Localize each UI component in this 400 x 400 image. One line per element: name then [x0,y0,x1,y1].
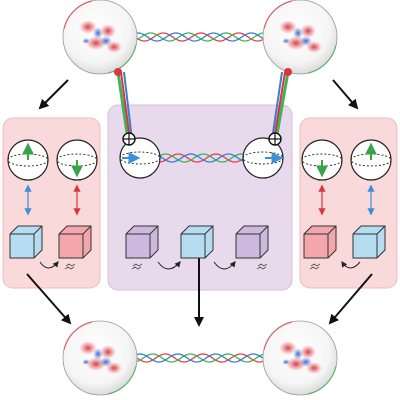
left-transfer-arrows [24,184,81,216]
circled-plus-icon [268,132,282,146]
middle-left-purple-cube-icon [125,225,159,259]
left-panel-bloch-sphere-down-icon [56,139,98,181]
entanglement-strand [136,353,266,363]
middle-blue-cube-icon [180,225,214,259]
cube-interaction-arrows [39,261,361,270]
right-panel-bloch-sphere-down-icon [301,139,343,181]
arrow-icon [38,79,69,110]
middle-right-bloch-sphere-icon [242,137,284,179]
left-blue-cube-icon [9,225,43,259]
middle-entanglement-link [149,153,246,163]
entanglement-strand [134,32,266,42]
bottom-left-memory-node [62,320,138,396]
left-panel-bloch-sphere-up-icon [7,139,49,181]
middle-right-purple-cube-icon [235,225,269,259]
flow-arrows [26,79,373,327]
arrow-icon [26,273,72,325]
right-blue-cube-icon [352,225,386,259]
circled-plus-icon [122,132,136,146]
entanglement-strand [136,353,266,363]
right-transfer-arrows [318,184,375,216]
entanglement-strand [149,153,246,163]
top-right-memory-node [262,0,338,75]
left-red-cube-icon [58,225,92,259]
entanglement-strand [136,353,266,363]
arrow-icon [332,79,359,110]
fiber-pin-icon [114,68,122,76]
left-fiber-connection [114,68,133,141]
arrow-icon [328,273,373,325]
middle-left-bloch-sphere-icon [119,137,161,179]
top-left-memory-node [62,0,138,75]
right-fiber-connection [271,68,292,141]
right-panel-bloch-sphere-up-icon [350,139,392,181]
fiber-pin-icon [284,68,292,76]
top-entanglement-link [134,32,266,42]
right-red-cube-icon [303,225,337,259]
bottom-right-memory-node [262,320,338,396]
bottom-entanglement-link [136,353,266,363]
entanglement-strand [134,32,266,42]
